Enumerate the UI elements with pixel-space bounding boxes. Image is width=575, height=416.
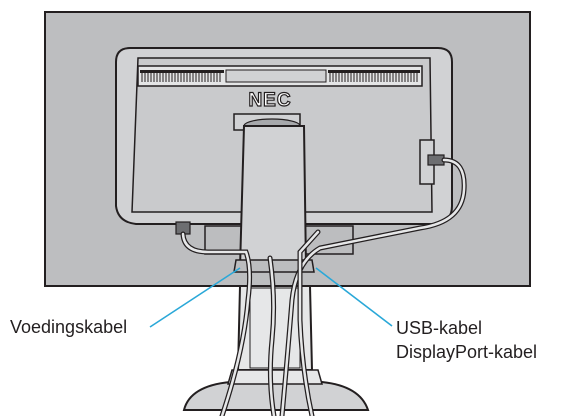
stand-column-inner xyxy=(249,287,301,369)
grille-bar-left xyxy=(140,70,224,73)
stand-base-top xyxy=(227,369,323,385)
stand-neck xyxy=(238,125,308,269)
nec-logo: NEC xyxy=(248,90,291,111)
cable-bundle xyxy=(180,157,467,416)
grille-bar-right xyxy=(328,70,420,73)
vent-center-slot xyxy=(225,69,327,83)
label-displayport-cable: DisplayPort-kabel xyxy=(396,342,538,362)
ventilation-grille-right xyxy=(329,70,418,82)
label-power-cable: Voedingskabel xyxy=(10,317,128,337)
leader-line-power xyxy=(149,267,241,328)
label-group-signal-cables: USB-kabel DisplayPort-kabel xyxy=(396,316,537,364)
cable-clip xyxy=(233,259,315,273)
ventilation-grille-left xyxy=(141,70,221,82)
label-usb-cable: USB-kabel xyxy=(396,318,483,338)
leader-line-usb-displayport xyxy=(315,267,393,327)
stand-base xyxy=(182,381,370,411)
